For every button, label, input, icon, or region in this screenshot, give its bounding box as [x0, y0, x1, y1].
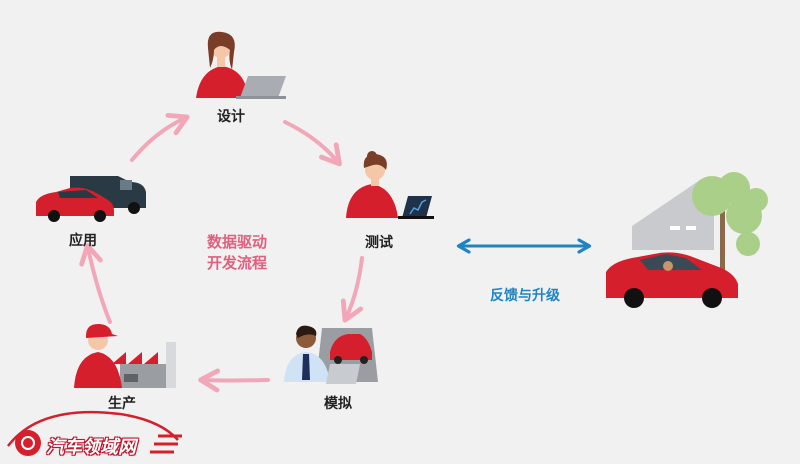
- step-label-simulate: 模拟: [324, 396, 352, 412]
- designer-illustration: [196, 31, 286, 99]
- feedback-label: 反馈与升级: [490, 288, 560, 304]
- watermark-text: 汽车领域网: [46, 437, 136, 458]
- step-label-produce: 生产: [108, 396, 136, 412]
- arrow-test-to-simulate: [340, 256, 364, 323]
- step-label-apply: 应用: [69, 233, 97, 249]
- tester-illustration: [346, 151, 434, 219]
- center-title: 数据驱动 开发流程: [207, 232, 267, 274]
- center-title-line-1: 数据驱动: [206, 233, 268, 251]
- step-label-design: 设计: [217, 109, 245, 125]
- factory-illustration: [74, 324, 176, 388]
- vehicles-illustration: [36, 176, 146, 222]
- arrow-apply-to-design: [130, 112, 190, 162]
- arrow-design-to-test: [283, 120, 342, 167]
- arrow-simulate-to-produce: [198, 368, 270, 393]
- center-title-line-2: 开发流程: [206, 254, 268, 272]
- watermark-logo: [7, 410, 182, 456]
- step-label-test: 测试: [365, 235, 393, 251]
- simulation-illustration: [284, 325, 378, 384]
- arrow-produce-to-apply: [79, 243, 112, 324]
- car-scene-illustration: [606, 172, 768, 308]
